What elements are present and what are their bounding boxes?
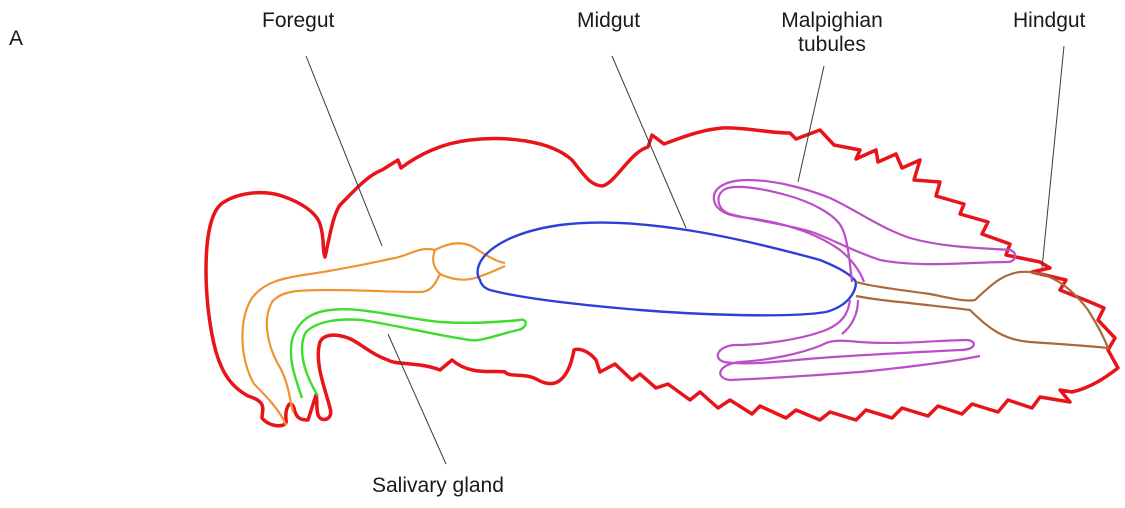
salivary-gland-path: [291, 309, 526, 398]
foregut-outer: [242, 243, 505, 425]
leader-hindgut: [1042, 46, 1064, 268]
foregut-crop-bulge: [433, 250, 440, 274]
leader-malpighian: [798, 66, 824, 182]
malpighian-tubule-lower: [718, 300, 980, 380]
leader-midgut: [612, 56, 686, 228]
malpighian-tubule-upper: [714, 180, 1015, 282]
leader-salivary: [388, 334, 446, 464]
midgut-outline: [478, 223, 856, 316]
hindgut-outer: [856, 272, 1108, 348]
